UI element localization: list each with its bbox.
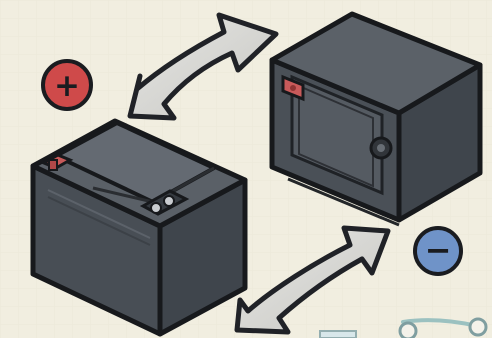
left-battery — [30, 118, 248, 337]
plus-circle-icon: + — [41, 59, 93, 111]
cable-connector-icon — [319, 317, 488, 338]
right-battery — [269, 11, 483, 227]
top-curved-double-arrow-icon — [127, 12, 279, 121]
negative-symbol: − — [425, 231, 452, 269]
minus-circle-icon: − — [413, 226, 463, 276]
positive-symbol: + — [54, 68, 80, 104]
bottom-curved-double-arrow-icon — [234, 225, 391, 335]
